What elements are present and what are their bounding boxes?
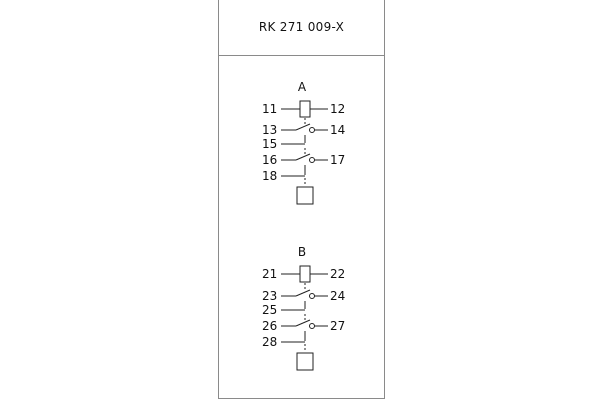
terminal-28: 28: [262, 335, 277, 349]
contact-b1-blade: [295, 289, 311, 297]
panel-header: RK 271 009-X: [219, 0, 384, 56]
relay-group-b: B 21 22 23 24 25 26 27 28: [262, 245, 345, 371]
contact-a1-blade: [295, 123, 311, 131]
terminal-13: 13: [262, 123, 277, 137]
terminal-18: 18: [262, 169, 277, 183]
coil-b-symbol: [299, 265, 311, 283]
contact-b2-blade: [295, 319, 311, 327]
terminal-21: 21: [262, 267, 277, 281]
terminal-16: 16: [262, 153, 277, 167]
terminal-27: 27: [330, 319, 345, 333]
group-b-label: B: [298, 245, 306, 259]
terminal-11: 11: [262, 102, 277, 116]
actuator-a-box: [296, 186, 314, 205]
terminal-23: 23: [262, 289, 277, 303]
contact-a1-no-terminal: [309, 127, 315, 133]
terminal-14: 14: [330, 123, 345, 137]
part-number-label: RK 271 009-X: [258, 20, 345, 34]
terminal-15: 15: [262, 137, 277, 151]
terminal-17: 17: [330, 153, 345, 167]
terminal-12: 12: [330, 102, 345, 116]
relay-group-a: A 11 12 13 14 15 16 17 18: [262, 80, 345, 205]
coil-a-symbol: [299, 100, 311, 118]
actuator-b-box: [296, 352, 314, 371]
terminal-22: 22: [330, 267, 345, 281]
terminal-25: 25: [262, 303, 277, 317]
terminal-24: 24: [330, 289, 345, 303]
contact-b2-no-terminal: [309, 323, 315, 329]
contact-a2-no-terminal: [309, 157, 315, 163]
contact-a2-blade: [295, 153, 311, 161]
relay-panel: RK 271 009-X: [218, 0, 385, 399]
terminal-26: 26: [262, 319, 277, 333]
contact-b1-no-terminal: [309, 293, 315, 299]
group-a-label: A: [298, 80, 307, 94]
